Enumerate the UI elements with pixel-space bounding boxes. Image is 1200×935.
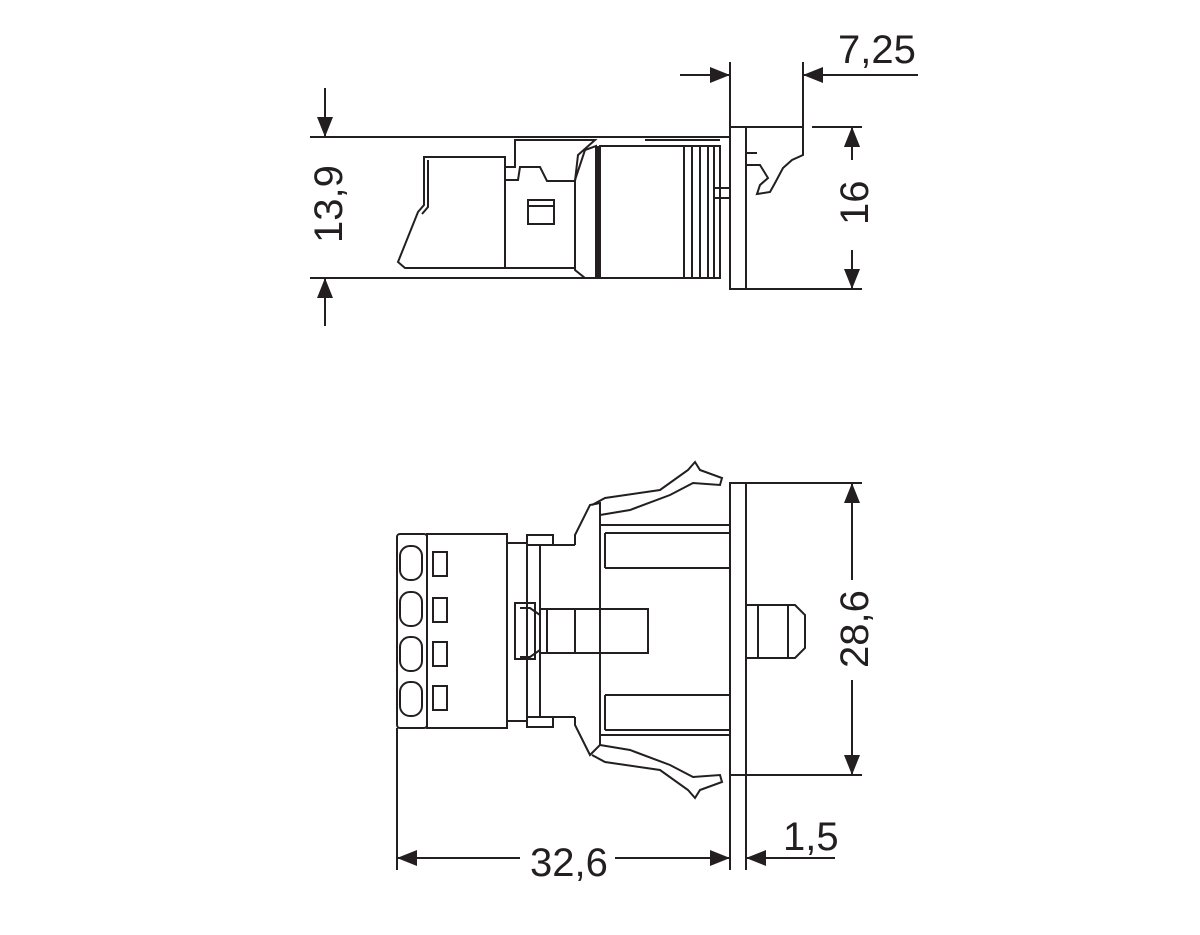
dim-13-9: 13,9	[307, 165, 351, 243]
dim-7-25: 7,25	[838, 28, 916, 72]
wire-entries	[399, 545, 448, 717]
dim-16: 16	[833, 181, 877, 226]
dim-28-6: 28,6	[833, 590, 877, 668]
side-view	[310, 62, 918, 326]
dim-32-6: 32,6	[530, 841, 608, 885]
dim-1-5: 1,5	[783, 815, 839, 859]
top-view	[396, 460, 862, 870]
